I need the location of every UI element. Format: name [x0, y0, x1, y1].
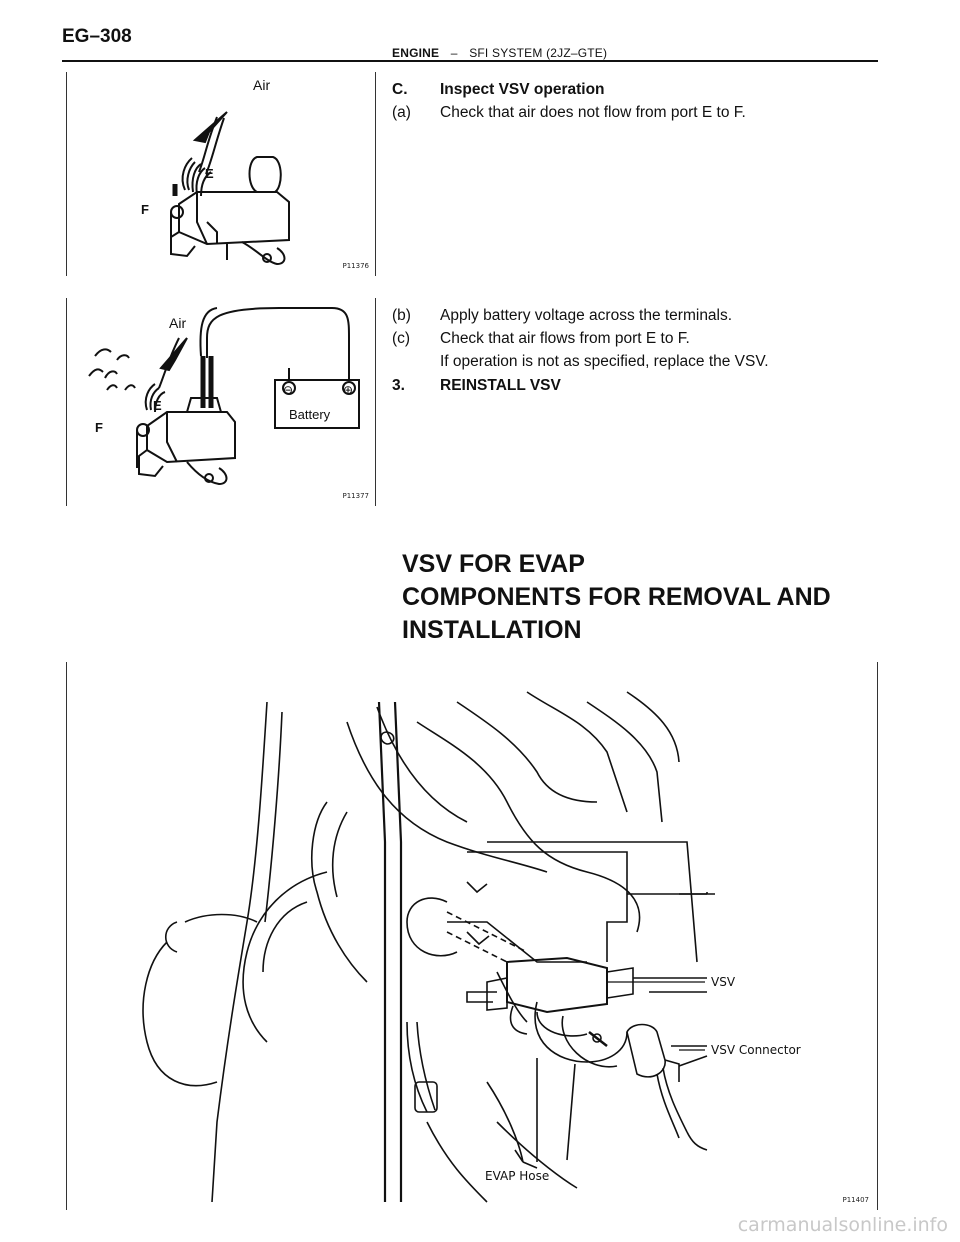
header-subsection: SFI SYSTEM (2JZ–GTE) [469, 46, 608, 60]
vsv-battery-illustration: Air E F ⊖ ⊕ Battery [88, 307, 360, 486]
section-title: VSV FOR EVAP COMPONENTS FOR REMOVAL AND … [402, 548, 862, 647]
figure-vsv-flow-battery: Air E F ⊖ ⊕ Battery P11377 [66, 298, 376, 506]
figure-components: VSV VSV Connector EVAP Hose P11407 [66, 662, 878, 1210]
step-b-label: (b) [392, 307, 411, 324]
running-header: ENGINE – SFI SYSTEM (2JZ–GTE) [392, 46, 607, 60]
header-section: ENGINE [392, 46, 440, 60]
step-a-text: Check that air does not flow from port E… [440, 104, 746, 121]
step-3: 3. REINSTALL VSV [392, 374, 561, 397]
step-c-label: C. [392, 81, 408, 98]
step-a: (a) Check that air does not flow from por… [392, 101, 746, 124]
figure-vsv-no-flow: Air E F P11376 [66, 72, 376, 276]
section-title-line2: COMPONENTS FOR REMOVAL AND [402, 583, 831, 611]
battery-minus-icon: ⊖ [283, 383, 293, 397]
fig1-code: P11376 [342, 262, 370, 270]
step-cc: (c) Check that air flows from port E to F… [392, 327, 690, 350]
fig2-port-f-label: F [95, 420, 103, 435]
fig2-air-label: Air [169, 315, 186, 331]
fig1-air-label: Air [253, 77, 270, 93]
section-title-line1: VSV FOR EVAP [402, 550, 585, 578]
components-illustration: VSV VSV Connector EVAP Hose [142, 691, 801, 1203]
watermark: carmanualsonline.info [737, 1214, 948, 1236]
vsv-no-flow-illustration: Air E F [141, 77, 290, 266]
step-cc-label: (c) [392, 330, 411, 347]
page-number: EG–308 [62, 26, 132, 47]
step-cc-note-text: If operation is not as specified, replac… [440, 353, 769, 370]
step-3-label: 3. [392, 377, 405, 394]
header-rule [62, 60, 878, 62]
fig2-battery-label: Battery [289, 407, 331, 422]
step-cc-note: If operation is not as specified, replac… [392, 350, 769, 373]
battery-plus-icon: ⊕ [343, 383, 353, 397]
fig3-code: P11407 [842, 1196, 870, 1204]
fig2-port-e-label: E [153, 398, 162, 413]
callout-vsv: VSV [711, 975, 736, 989]
fig1-port-f-label: F [141, 202, 149, 217]
step-c: C. Inspect VSV operation [392, 78, 605, 101]
step-b: (b) Apply battery voltage across the term… [392, 304, 732, 327]
header-separator: – [450, 46, 458, 60]
callout-vsv-connector: VSV Connector [711, 1043, 801, 1057]
step-a-label: (a) [392, 104, 411, 121]
step-cc-text: Check that air flows from port E to F. [440, 330, 690, 347]
callout-evap-hose: EVAP Hose [485, 1169, 549, 1183]
fig1-port-e-label: E [205, 166, 214, 181]
section-title-line3: INSTALLATION [402, 616, 582, 644]
fig2-code: P11377 [342, 492, 370, 500]
step-3-text: REINSTALL VSV [440, 377, 561, 394]
step-b-text: Apply battery voltage across the termina… [440, 307, 733, 324]
step-c-text: Inspect VSV operation [440, 81, 605, 98]
